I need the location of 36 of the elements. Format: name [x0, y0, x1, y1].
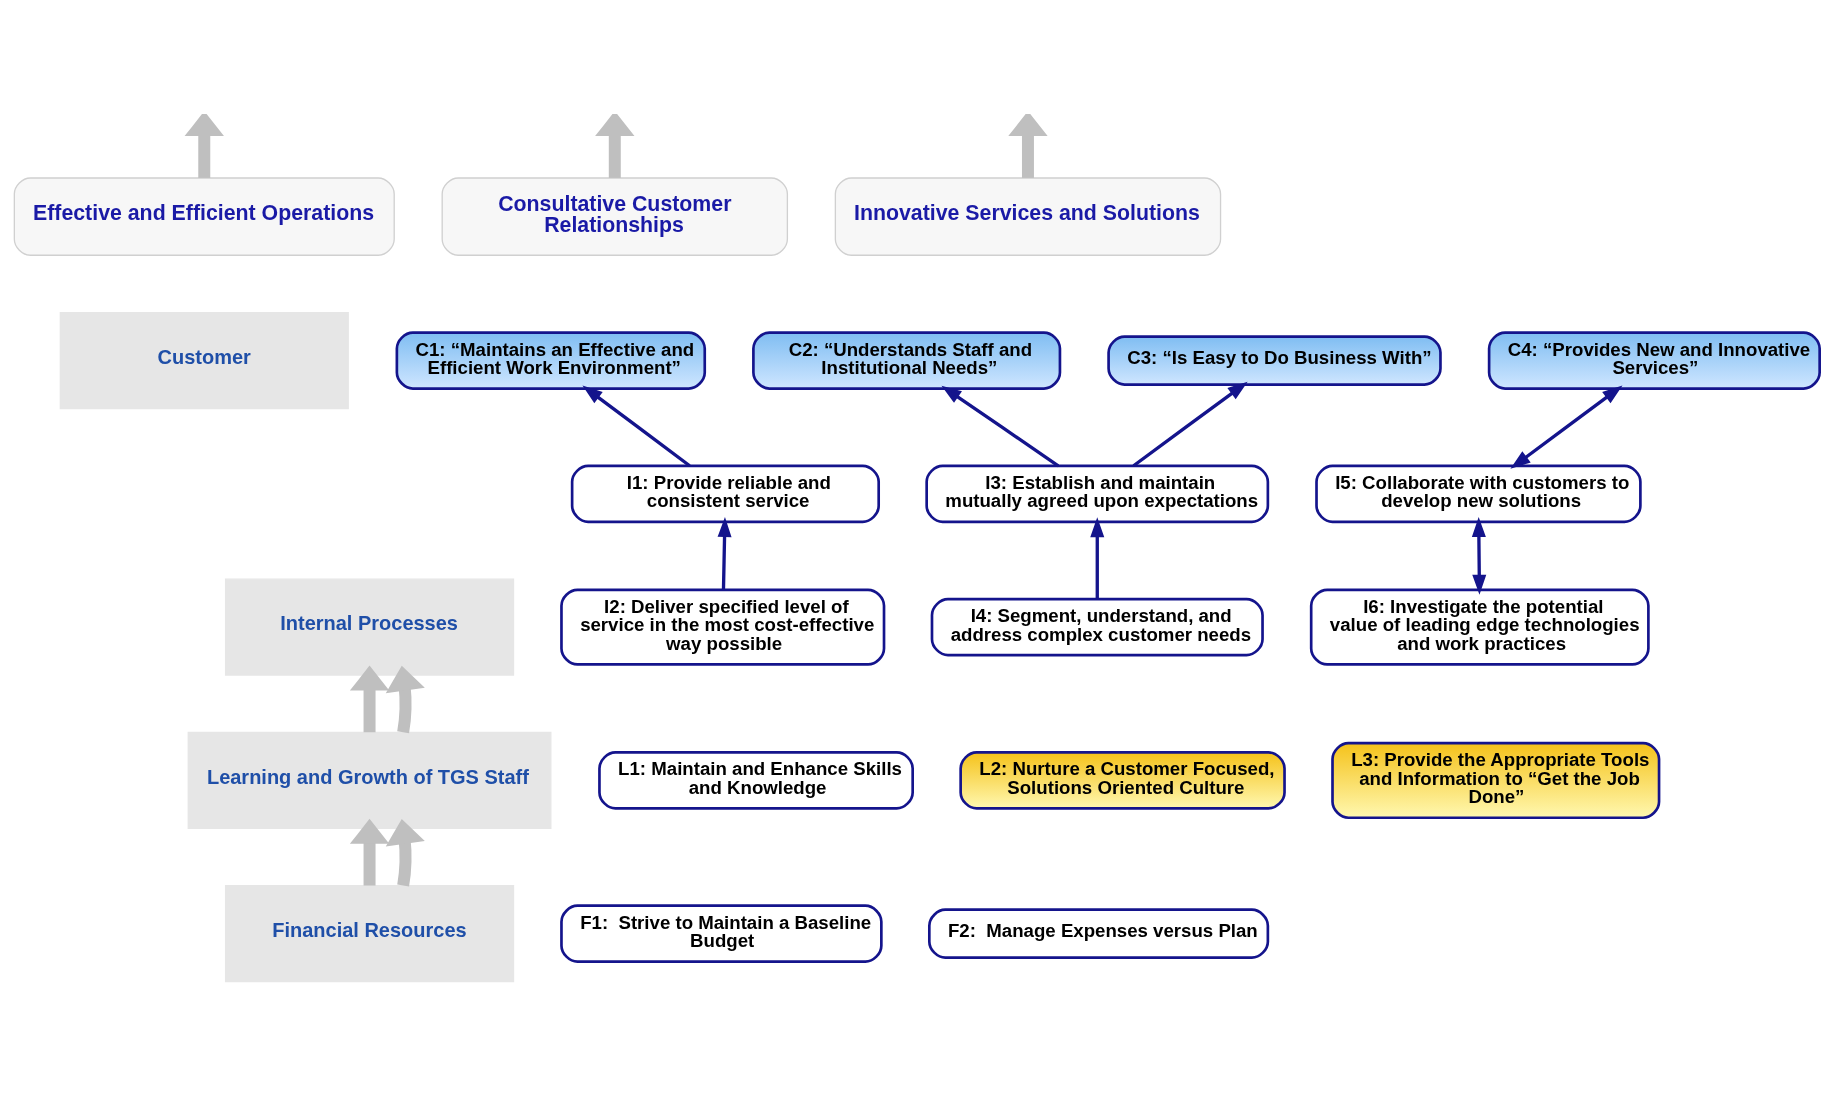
arrow [385, 665, 425, 734]
node-box: C4: “Provides New and Innovative Services” [1487, 331, 1821, 390]
arrow [941, 385, 1060, 468]
node-box: I5: Collaborate with customers to develop new solutions [1315, 464, 1642, 524]
node-box: L1: Maintain and Enhance Skills and Knowledge [598, 751, 914, 810]
node-box: C1: “Maintains an Effective and Efficient Work Environment” [395, 331, 707, 390]
arrow [1510, 385, 1623, 469]
arrow [1090, 517, 1105, 599]
arrow [582, 385, 691, 468]
arrow [349, 665, 390, 733]
node-box: C2: “Understands Staff and Institutional Needs” [752, 331, 1062, 390]
node-box: I4: Segment, understand, and address complex customer needs [930, 597, 1264, 657]
arrow [349, 818, 390, 886]
node-box: I1: Provide reliable and consistent service [570, 464, 880, 524]
node-box: F1: Strive to Maintain a Baseline Budget [560, 904, 883, 963]
arrow [595, 114, 635, 178]
node-box: I6: Investigate the potential value of leading edge technologies and work practices [1309, 588, 1650, 666]
arrow [1008, 114, 1048, 178]
node-box: Customer [59, 311, 349, 410]
node-box: Internal Processes [224, 578, 515, 676]
node-box: Learning and Growth of TGS Staff [187, 731, 552, 830]
node-box: Consultative Customer Relationships [441, 177, 789, 256]
node-box: I3: Establish and maintain mutually agreed upon expectations [925, 464, 1270, 524]
node-box: Effective and Efficient Operations [13, 177, 395, 256]
arrow [1132, 381, 1248, 468]
arrow [717, 516, 732, 590]
arrow [184, 114, 224, 178]
node-box: C3: “Is Easy to Do Business With” [1107, 335, 1442, 386]
node-box: Financial Resources [224, 885, 515, 983]
node-box: F2: Manage Expenses versus Plan [928, 908, 1270, 959]
node-box: L3: Provide the Appropriate Tools and Information to “Get the Job Done” [1331, 741, 1661, 820]
node-box: Innovative Services and Solutions [834, 177, 1222, 256]
node-box: L2: Nurture a Customer Focused, Solutions Oriented Culture [959, 751, 1286, 810]
arrow [1471, 516, 1487, 595]
arrow [385, 818, 425, 887]
node-box: I2: Deliver specified level of service in the most cost-effective way possible [560, 588, 886, 666]
